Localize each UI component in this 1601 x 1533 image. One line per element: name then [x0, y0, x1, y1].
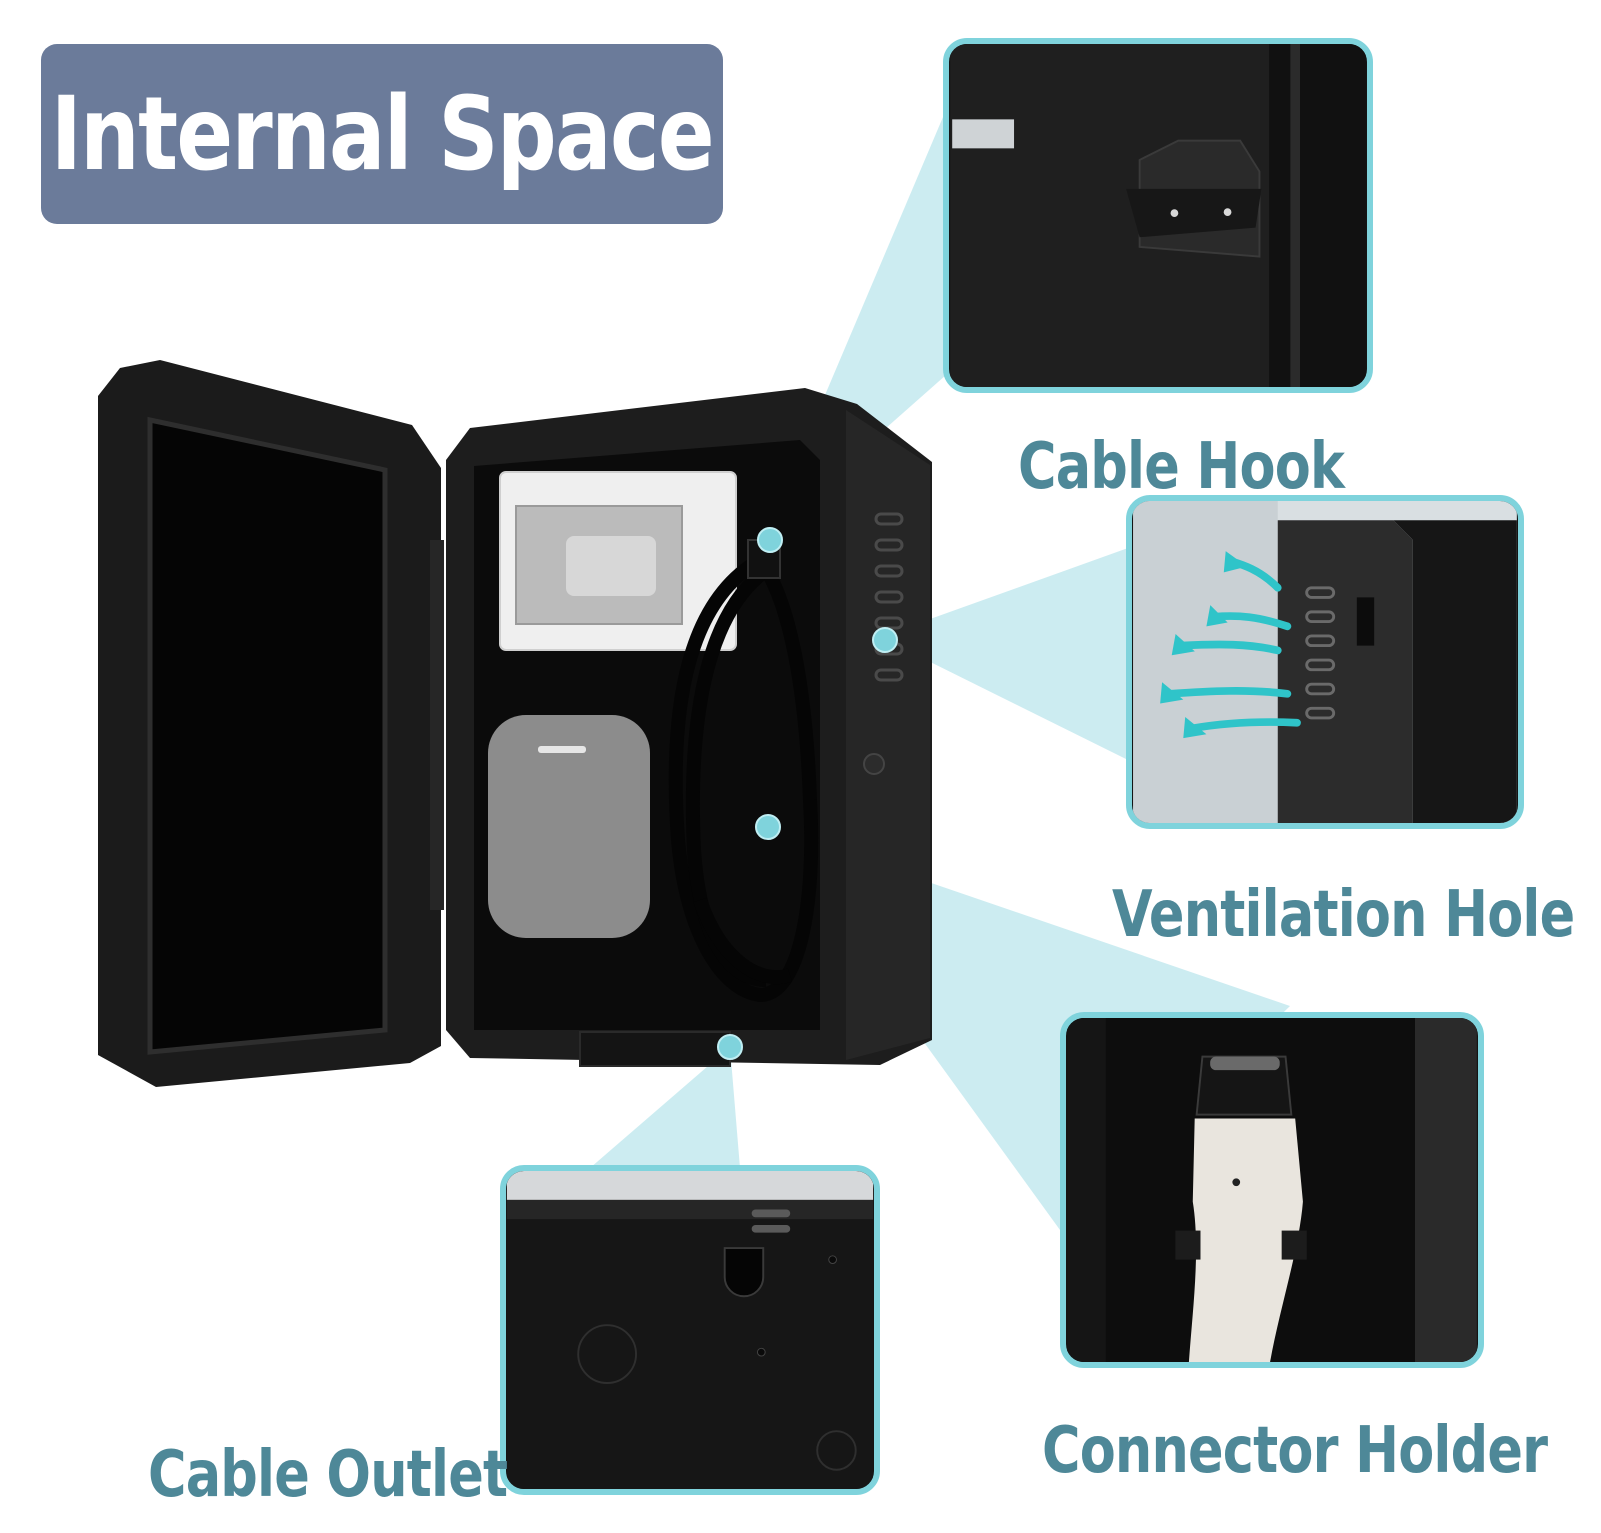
- title-badge: Internal Space: [41, 44, 723, 224]
- inset-ventilation-hole: [1126, 495, 1524, 829]
- page-title: Internal Space: [50, 74, 715, 194]
- dot-ventilation-hole: [872, 627, 898, 653]
- coiled-cable: [668, 550, 819, 1003]
- cable-outlet-photo: [506, 1171, 874, 1489]
- label-ventilation-hole: Ventilation Hole: [1112, 878, 1575, 952]
- beam-cable-outlet: [590, 1047, 740, 1168]
- side-lock: [863, 753, 885, 775]
- connector-holder-photo: [1067, 1018, 1477, 1362]
- dot-connector-holder: [755, 814, 781, 840]
- label-connector-holder: Connector Holder: [1042, 1414, 1548, 1488]
- dot-cable-outlet: [717, 1034, 743, 1060]
- airflow-arrows: [1165, 556, 1301, 733]
- beam-ventilation-hole: [880, 548, 1128, 760]
- dot-cable-hook: [757, 527, 783, 553]
- inset-cable-hook: [943, 38, 1373, 393]
- bottom-tray: [579, 1031, 731, 1067]
- cable-hook-photo: [950, 44, 1366, 387]
- door-hinge: [430, 540, 444, 910]
- inset-connector-holder: [1060, 1012, 1484, 1368]
- charger-unit: [488, 715, 650, 938]
- ventilation-hole-photo: [1133, 501, 1517, 823]
- label-cable-hook: Cable Hook: [1018, 430, 1345, 504]
- inset-cable-outlet: [500, 1165, 880, 1495]
- label-cable-outlet: Cable Outlet: [148, 1438, 508, 1512]
